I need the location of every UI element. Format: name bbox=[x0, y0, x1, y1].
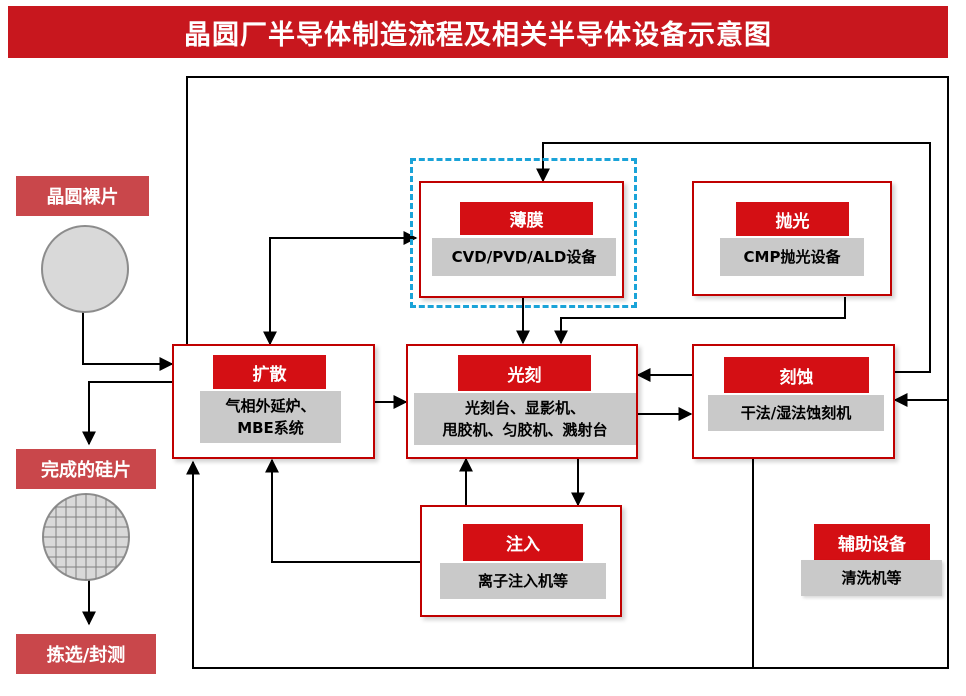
implant-equipment: 离子注入机等 bbox=[440, 563, 606, 599]
implant-to-diffusion bbox=[265, 458, 420, 563]
implant-box bbox=[420, 505, 622, 617]
auxiliary-equipment: 清洗机等 bbox=[801, 560, 942, 596]
loop-top bbox=[186, 76, 949, 669]
polish-title: 抛光 bbox=[736, 202, 849, 236]
auxiliary-title: 辅助设备 bbox=[814, 524, 930, 560]
implant-title: 注入 bbox=[463, 524, 583, 561]
etch-title: 刻蚀 bbox=[724, 357, 869, 393]
polish-to-litho bbox=[554, 297, 846, 345]
lithography-title: 光刻 bbox=[458, 355, 591, 391]
sort-package-label: 拣选/封测 bbox=[16, 634, 156, 674]
diffusion-to-finished bbox=[82, 381, 172, 446]
polish-equipment: CMP抛光设备 bbox=[720, 238, 864, 276]
finished-wafer-label: 完成的硅片 bbox=[16, 449, 156, 489]
etch-to-thinfilm bbox=[536, 142, 931, 373]
lithography-equipment: 光刻台、显影机、 甩胶机、匀胶机、溅射台 bbox=[414, 393, 636, 445]
finished-wafer-icon bbox=[42, 493, 130, 581]
thin-film-highlight bbox=[410, 158, 637, 308]
thin-film-title: 薄膜 bbox=[460, 202, 593, 235]
thin-film-equipment: CVD/PVD/ALD设备 bbox=[432, 238, 616, 276]
wafer-blank-label: 晶圆裸片 bbox=[16, 176, 149, 216]
page-title: 晶圆厂半导体制造流程及相关半导体设备示意图 bbox=[8, 6, 948, 58]
etch-equipment: 干法/湿法蚀刻机 bbox=[708, 395, 884, 431]
diffusion-title: 扩散 bbox=[213, 355, 326, 389]
wafer-blank-icon bbox=[41, 225, 129, 313]
diffusion-equipment: 气相外延炉、 MBE系统 bbox=[200, 391, 341, 443]
wafer-to-diffusion bbox=[82, 310, 174, 371]
diffusion-thinfilm bbox=[263, 231, 418, 346]
